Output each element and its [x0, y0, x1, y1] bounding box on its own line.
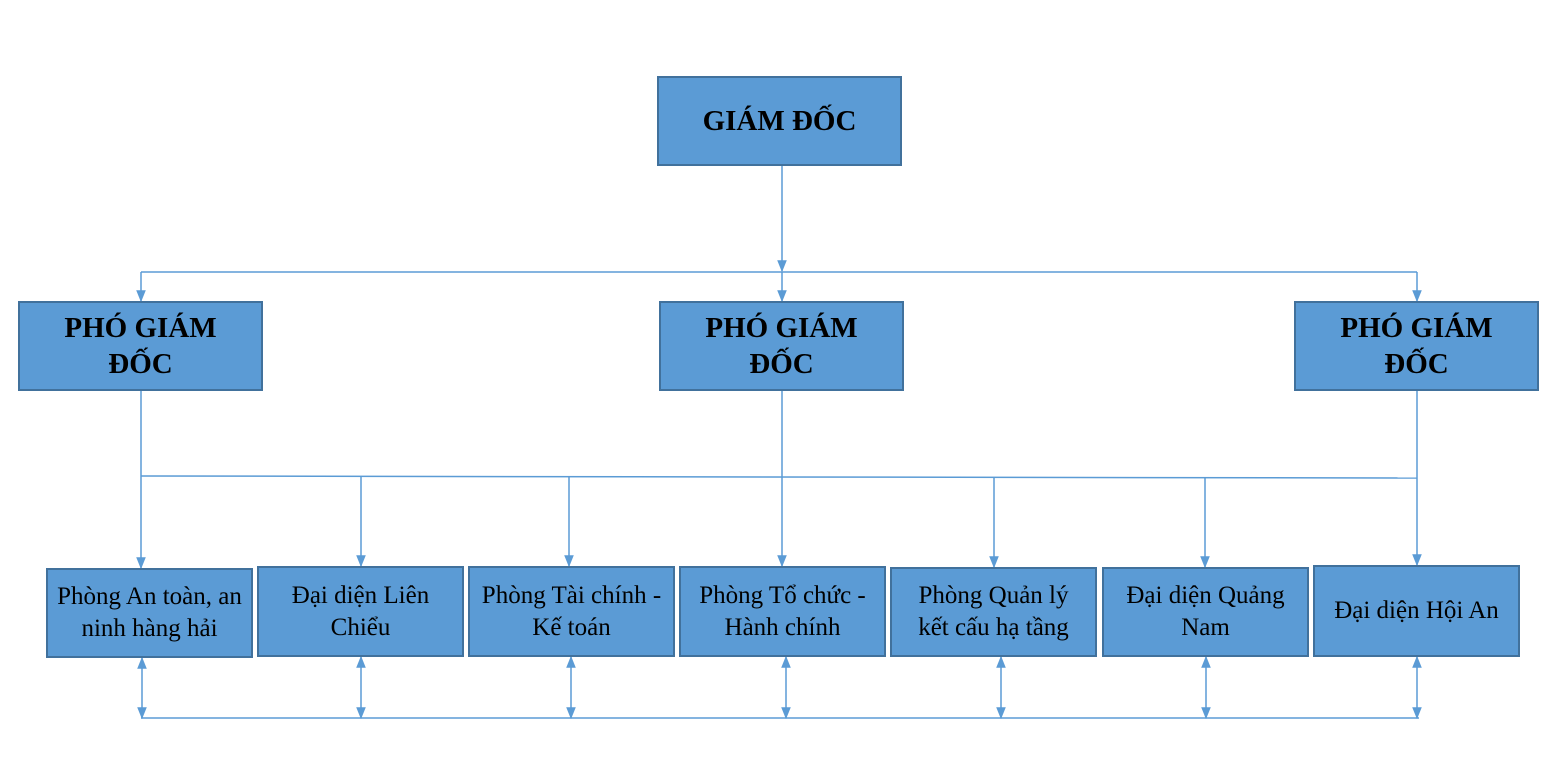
department-box-organization-admin: Phòng Tổ chức - Hành chính — [679, 566, 886, 657]
department-box-lien-chieu: Đại diện Liên Chiểu — [257, 566, 464, 657]
deputy-director-box-1: PHÓ GIÁM ĐỐC — [18, 301, 263, 391]
deputy-director-box-2: PHÓ GIÁM ĐỐC — [659, 301, 904, 391]
director-box: GIÁM ĐỐC — [657, 76, 902, 166]
department-bus-line — [140, 475, 1418, 479]
department-label: Đại diện Quảng Nam — [1126, 582, 1285, 641]
department-box-safety-security: Phòng An toàn, an ninh hàng hải — [46, 568, 253, 658]
department-box-hoi-an: Đại diện Hội An — [1313, 565, 1520, 657]
department-box-infrastructure: Phòng Quản lý kết cấu hạ tầng — [890, 567, 1097, 657]
deputy-director-box-3: PHÓ GIÁM ĐỐC — [1294, 301, 1539, 391]
department-label: Phòng An toàn, an ninh hàng hải — [57, 583, 242, 642]
deputy-director-label: PHÓ GIÁM ĐỐC — [64, 312, 217, 380]
department-label: Đại diện Hội An — [1334, 597, 1499, 624]
department-box-quang-nam: Đại diện Quảng Nam — [1102, 567, 1309, 657]
director-label: GIÁM ĐỐC — [702, 105, 857, 137]
department-label: Phòng Tài chính - Kế toán — [481, 581, 662, 641]
department-label: Phòng Tổ chức - Hành chính — [699, 581, 866, 641]
department-label: Đại diện Liên Chiểu — [291, 581, 430, 641]
department-label: Phòng Quản lý kết cấu hạ tầng — [918, 582, 1069, 641]
deputy-director-label: PHÓ GIÁM ĐỐC — [1340, 312, 1493, 380]
department-box-finance-accounting: Phòng Tài chính - Kế toán — [468, 566, 675, 657]
deputy-director-label: PHÓ GIÁM ĐỐC — [705, 312, 858, 380]
